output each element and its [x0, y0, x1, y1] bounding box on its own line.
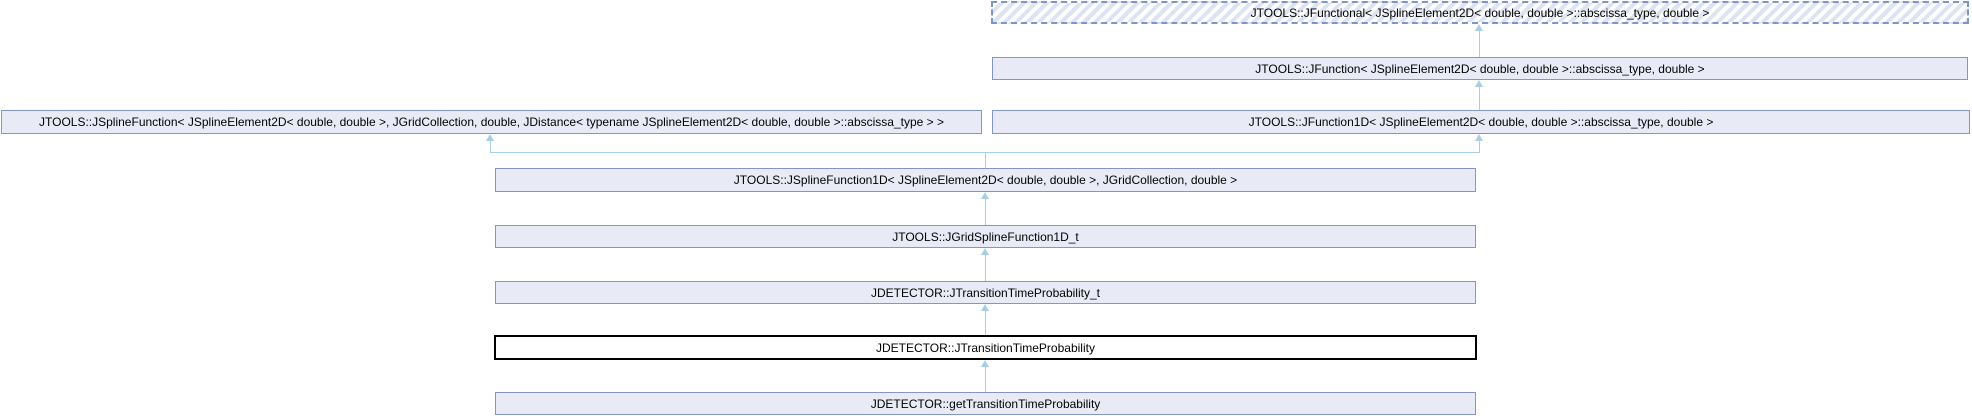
- inheritance-edge-branch: [490, 152, 1480, 153]
- arrowhead-up-icon: [1475, 80, 1483, 87]
- node-label: JTOOLS::JFunction< JSplineElement2D< dou…: [1255, 61, 1705, 76]
- inheritance-edge-line: [1479, 86, 1480, 110]
- node-jgridsplinefunction1d-t[interactable]: JTOOLS::JGridSplineFunction1D_t: [495, 225, 1476, 248]
- node-jsplinefunction[interactable]: JTOOLS::JSplineFunction< JSplineElement2…: [1, 110, 982, 134]
- arrowhead-up-icon: [981, 192, 989, 199]
- node-gettransitiontimeprobability[interactable]: JDETECTOR::getTransitionTimeProbability: [495, 392, 1476, 415]
- inheritance-edge-line: [985, 366, 986, 392]
- inheritance-edge-line: [1479, 30, 1480, 57]
- node-label: JDETECTOR::getTransitionTimeProbability: [870, 396, 1101, 411]
- node-label: JTOOLS::JGridSplineFunction1D_t: [892, 229, 1079, 244]
- node-label: JDETECTOR::JTransitionTimeProbability: [876, 340, 1095, 355]
- node-label: JTOOLS::JFunctional< JSplineElement2D< d…: [1250, 5, 1710, 20]
- inheritance-edge-line: [1479, 140, 1480, 152]
- node-label: JTOOLS::JSplineFunction1D< JSplineElemen…: [733, 173, 1238, 187]
- arrowhead-up-icon: [981, 304, 989, 311]
- inheritance-edge-stem: [985, 152, 986, 168]
- arrowhead-up-icon: [1475, 24, 1483, 31]
- arrowhead-up-icon: [981, 360, 989, 367]
- node-label: JTOOLS::JFunction1D< JSplineElement2D< d…: [1248, 115, 1714, 129]
- arrowhead-up-icon: [981, 248, 989, 255]
- inheritance-edge-line: [490, 140, 491, 152]
- inheritance-edge-line: [985, 198, 986, 225]
- node-jfunctional: JTOOLS::JFunctional< JSplineElement2D< d…: [991, 1, 1969, 24]
- node-jfunction1d[interactable]: JTOOLS::JFunction1D< JSplineElement2D< d…: [992, 110, 1970, 134]
- node-jtransitiontimeprobability-t[interactable]: JDETECTOR::JTransitionTimeProbability_t: [495, 281, 1476, 304]
- node-jtransitiontimeprobability-current: JDETECTOR::JTransitionTimeProbability: [494, 335, 1477, 360]
- arrowhead-up-icon: [486, 134, 494, 141]
- node-jfunction[interactable]: JTOOLS::JFunction< JSplineElement2D< dou…: [992, 57, 1968, 80]
- node-label: JDETECTOR::JTransitionTimeProbability_t: [871, 285, 1100, 300]
- inheritance-edge-line: [985, 254, 986, 281]
- node-jsplinefunction1d[interactable]: JTOOLS::JSplineFunction1D< JSplineElemen…: [495, 168, 1476, 192]
- arrowhead-up-icon: [1475, 134, 1483, 141]
- node-label: JTOOLS::JSplineFunction< JSplineElement2…: [39, 115, 944, 129]
- inheritance-edge-line: [985, 310, 986, 335]
